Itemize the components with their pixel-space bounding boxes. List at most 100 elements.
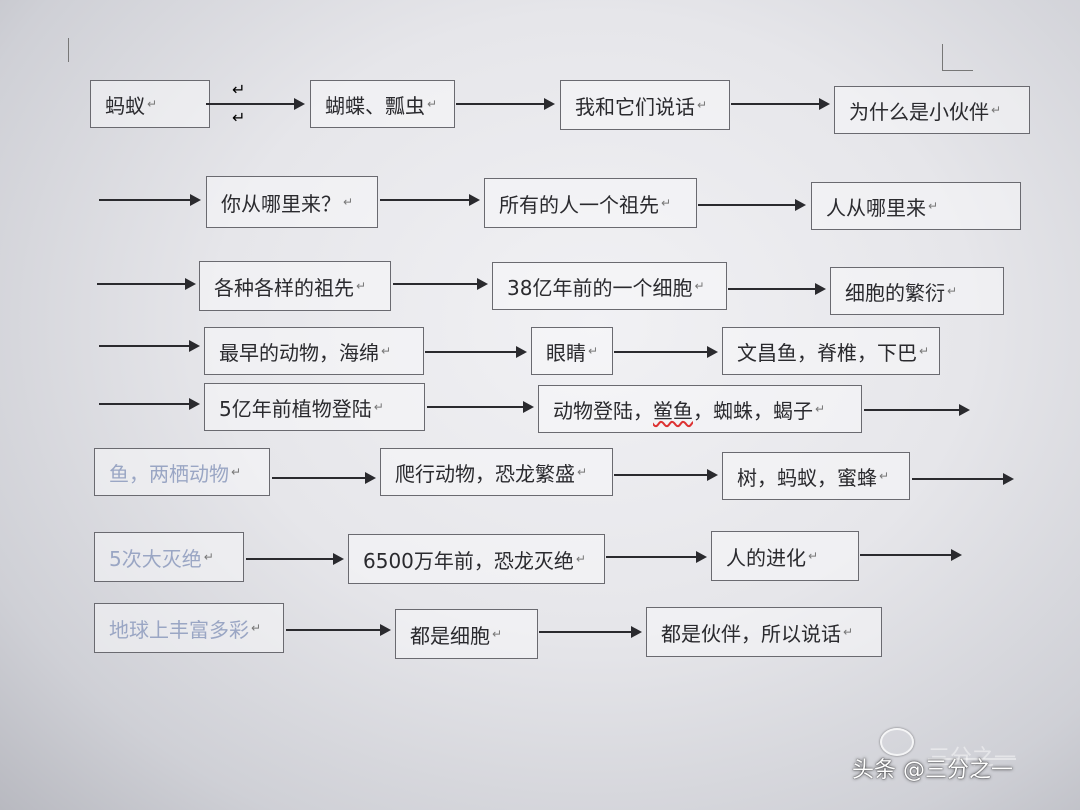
- arrowhead-icon: [631, 626, 642, 638]
- flow-node-label: 我和它们说话: [575, 94, 695, 119]
- arrow-shaft: [614, 474, 708, 476]
- arrowhead-icon: [365, 472, 376, 484]
- paragraph-mark: ↵: [575, 552, 586, 566]
- arrow-shaft: [728, 288, 816, 290]
- paragraph-mark: ↵: [381, 344, 392, 358]
- flow-node: 5次大灭绝↵: [94, 532, 244, 582]
- arrow-shaft: [539, 631, 632, 633]
- page-corner-mark-right: [942, 44, 973, 71]
- paragraph-mark: ↵: [928, 199, 939, 213]
- flow-node: 文昌鱼，脊椎，下巴↵: [722, 327, 940, 375]
- arrowhead-icon: [189, 340, 200, 352]
- arrow-shaft: [425, 351, 517, 353]
- arrow-shaft: [731, 103, 820, 105]
- arrowhead-icon: [819, 98, 830, 110]
- flow-node-label: 所有的人一个祖先: [499, 192, 659, 217]
- paragraph-mark: ↵: [232, 108, 246, 127]
- arrow-shaft: [393, 283, 478, 285]
- paragraph-mark: ↵: [232, 80, 246, 99]
- flow-node-label: 各种各样的祖先: [214, 275, 354, 300]
- arrowhead-icon: [380, 624, 391, 636]
- arrowhead-icon: [523, 401, 534, 413]
- paragraph-mark: ↵: [808, 549, 819, 563]
- flow-node-label: 你从哪里来？: [221, 191, 341, 216]
- paragraph-mark: ↵: [843, 625, 854, 639]
- arrow-shaft: [99, 199, 191, 201]
- arrow-shaft: [912, 478, 1004, 480]
- flow-node: 都是细胞↵: [395, 609, 538, 659]
- paragraph-mark: ↵: [879, 469, 890, 483]
- arrow-shaft: [272, 477, 366, 479]
- arrow-shaft: [99, 403, 190, 405]
- paragraph-mark: ↵: [492, 627, 503, 641]
- paragraph-mark: ↵: [697, 98, 708, 112]
- flow-node-label: 6500万年前，恐龙灭绝: [363, 548, 574, 573]
- flow-node-label: 地球上丰富多彩: [109, 617, 249, 642]
- paragraph-mark: ↵: [588, 344, 599, 358]
- flow-node-label: 鱼，两栖动物: [109, 461, 229, 486]
- paragraph-mark: ↵: [815, 402, 826, 416]
- flow-node: 都是伙伴，所以说话↵: [646, 607, 882, 657]
- flow-node-label: 为什么是小伙伴: [849, 99, 989, 124]
- flow-node-label: 爬行动物，恐龙繁盛: [395, 461, 575, 486]
- paragraph-mark: ↵: [427, 97, 438, 111]
- flow-node-label: 眼睛: [546, 340, 586, 365]
- arrowhead-icon: [189, 398, 200, 410]
- flow-node: 蝴蝶、瓢虫↵: [310, 80, 455, 128]
- flow-node: 眼睛↵: [531, 327, 613, 375]
- paragraph-mark: ↵: [231, 465, 242, 479]
- flow-node-label: 蚂蚁: [105, 93, 145, 118]
- arrow-shaft: [99, 345, 190, 347]
- flow-node: 鱼，两栖动物↵: [94, 448, 270, 496]
- arrow-shaft: [206, 103, 295, 105]
- watermark-ghost: 三分之一: [928, 746, 1017, 771]
- arrowhead-icon: [707, 346, 718, 358]
- flow-node-label: 细胞的繁衍: [845, 280, 945, 305]
- flow-node: 5亿年前植物登陆↵: [204, 383, 425, 431]
- arrowhead-icon: [815, 283, 826, 295]
- paragraph-mark: ↵: [147, 97, 158, 111]
- arrow-shaft: [97, 283, 186, 285]
- flow-node-label: 人的进化: [726, 545, 806, 570]
- arrow-shaft: [246, 558, 334, 560]
- flow-node-label: 人从哪里来: [826, 195, 926, 220]
- paragraph-mark: ↵: [947, 284, 958, 298]
- arrowhead-icon: [469, 194, 480, 206]
- arrow-shaft: [698, 204, 796, 206]
- arrow-shaft: [864, 409, 960, 411]
- flow-node: 你从哪里来？↵: [206, 176, 378, 228]
- arrowhead-icon: [795, 199, 806, 211]
- arrowhead-icon: [1003, 473, 1014, 485]
- flow-node: 树，蚂蚁，蜜蜂↵: [722, 452, 910, 500]
- paragraph-mark: ↵: [356, 279, 367, 293]
- flow-node: 所有的人一个祖先↵: [484, 178, 697, 228]
- flow-node: 为什么是小伙伴↵: [834, 86, 1030, 134]
- paragraph-mark: ↵: [577, 465, 588, 479]
- arrowhead-icon: [707, 469, 718, 481]
- arrowhead-icon: [477, 278, 488, 290]
- arrow-shaft: [427, 406, 524, 408]
- flow-node: 38亿年前的一个细胞↵: [492, 262, 727, 310]
- arrow-shaft: [456, 103, 545, 105]
- flow-node: 爬行动物，恐龙繁盛↵: [380, 448, 613, 496]
- paragraph-mark: ↵: [694, 279, 705, 293]
- arrowhead-icon: [516, 346, 527, 358]
- paragraph-mark: ↵: [203, 550, 214, 564]
- paragraph-mark: ↵: [373, 400, 384, 414]
- flow-node-label: 蝴蝶、瓢虫: [325, 93, 425, 118]
- paragraph-mark: ↵: [919, 344, 930, 358]
- flow-node-label: 5亿年前植物登陆: [219, 396, 372, 421]
- flow-node: 我和它们说话↵: [560, 80, 730, 130]
- flow-node: 人的进化↵: [711, 531, 859, 581]
- arrowhead-icon: [190, 194, 201, 206]
- spellcheck-underline: 鲎鱼: [653, 398, 693, 423]
- arrowhead-icon: [696, 551, 707, 563]
- paragraph-mark: ↵: [251, 621, 262, 635]
- flow-node-label: 树，蚂蚁，蜜蜂: [737, 465, 877, 490]
- flow-node-label: 都是细胞: [410, 623, 490, 648]
- arrow-shaft: [614, 351, 708, 353]
- flow-node: 最早的动物，海绵↵: [204, 327, 424, 375]
- flow-node-label: 都是伙伴，所以说话: [661, 621, 841, 646]
- paragraph-mark: ↵: [343, 195, 354, 209]
